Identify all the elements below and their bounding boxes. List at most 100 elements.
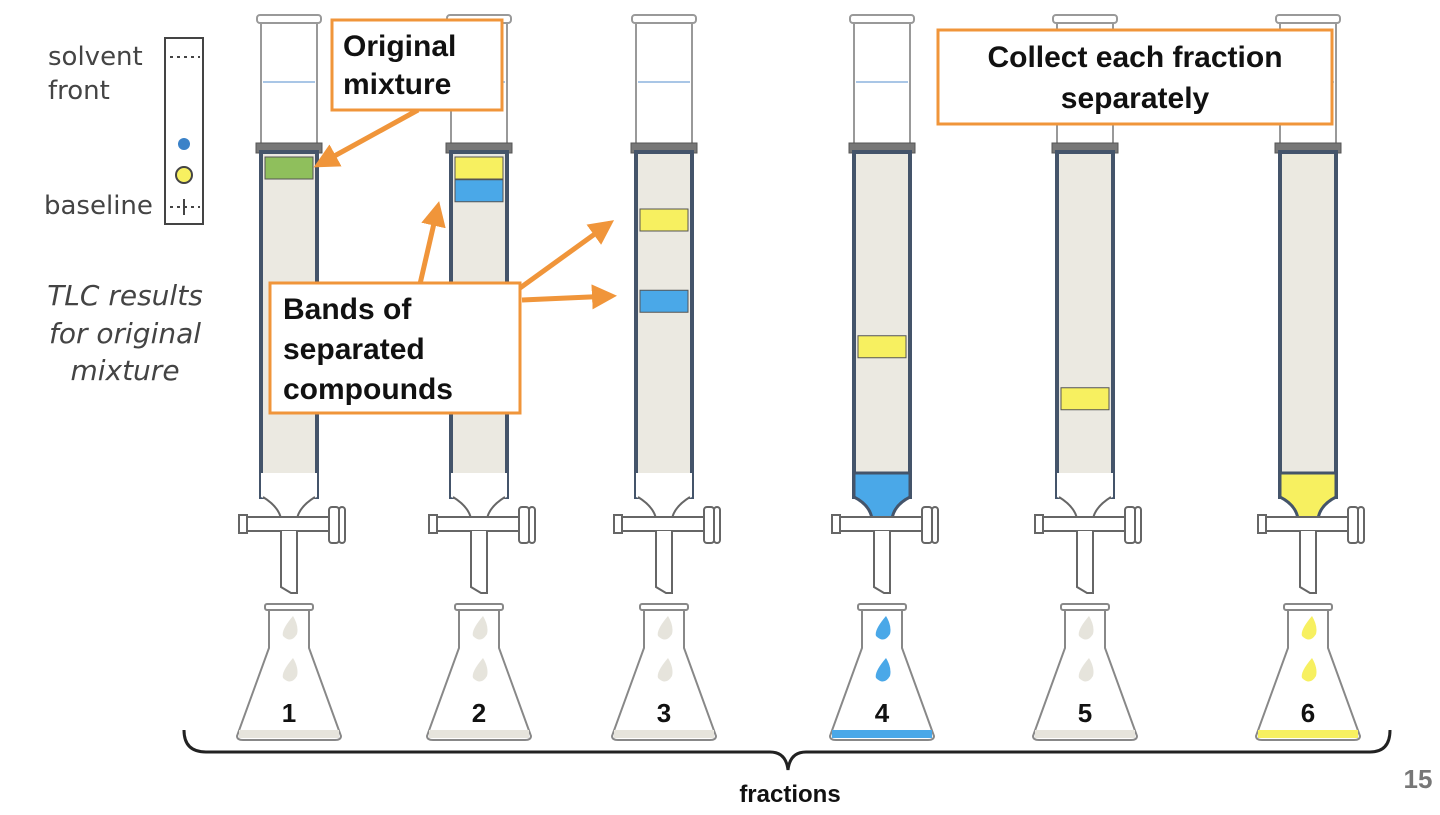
fractions-brace: fractions [182, 729, 1392, 808]
column-outlet [1278, 471, 1338, 521]
original-mixture-box [330, 18, 504, 112]
reservoir-lip [631, 14, 697, 24]
reservoir-lip [849, 14, 915, 24]
reservoir-lip [256, 14, 322, 24]
collection-flask-1: 1 [235, 603, 343, 741]
solvent-reservoir [260, 19, 318, 149]
solvent-reservoir [635, 19, 693, 149]
stopcock-left-cap [238, 514, 248, 534]
fraction-droplet [282, 616, 298, 640]
stopcock-handle [703, 506, 715, 544]
flask-liquid [239, 730, 339, 738]
fraction-droplet [875, 616, 891, 640]
fraction-droplet [1078, 658, 1094, 682]
column-body [852, 150, 912, 499]
flask-liquid [1035, 730, 1135, 738]
stopcock-handle [328, 506, 340, 544]
column-stem [1076, 531, 1094, 594]
stopcock-barrel [244, 516, 334, 532]
tlc-spot-yellow [175, 166, 193, 184]
collection-flask-6: 6 [1254, 603, 1362, 741]
tlc-caption-line-3: mixture [70, 354, 179, 387]
compound-band [454, 156, 504, 180]
solvent-reservoir [853, 19, 911, 149]
stopcock-handle [1347, 506, 1359, 544]
flask-rim [857, 603, 907, 611]
column-stem [655, 531, 673, 594]
flask-liquid [832, 730, 932, 738]
flask-rim [639, 603, 689, 611]
collect-callout: Collect each fraction separately [936, 28, 1334, 126]
column-stem [470, 531, 488, 594]
flask-liquid [614, 730, 714, 738]
compound-band [454, 179, 504, 203]
brace-shape [182, 729, 1392, 771]
stopcock-barrel [837, 516, 927, 532]
tlc-spot-blue [178, 138, 190, 150]
tlc-plate-outline [164, 37, 204, 225]
original-mixture-line-2: mixture [343, 68, 451, 101]
fraction-droplet [1078, 616, 1094, 640]
reservoir-lip [1052, 14, 1118, 24]
original-mixture-line-1: Original [343, 30, 456, 63]
stopcock-left-cap [1257, 514, 1267, 534]
fraction-droplet [1301, 658, 1317, 682]
fraction-droplet [1301, 616, 1317, 640]
fraction-droplet [657, 616, 673, 640]
stopcock-left-cap [1034, 514, 1044, 534]
column-stem [1299, 531, 1317, 594]
stopcock-handle-grip [338, 506, 346, 544]
fraction-droplet [875, 658, 891, 682]
bands-arrow-col3-yellow [518, 220, 615, 291]
stopcock-handle-grip [1134, 506, 1142, 544]
tlc-solvent-label: solvent [48, 42, 143, 72]
column-outlet [1057, 473, 1113, 519]
collect-box [936, 28, 1334, 126]
fraction-droplet [472, 658, 488, 682]
stopcock-handle [921, 506, 933, 544]
flask-label: 3 [657, 698, 671, 728]
compound-band [1060, 387, 1110, 411]
stopcock-barrel [1040, 516, 1130, 532]
collect-line-1: Collect each fraction [987, 41, 1282, 74]
flask-rim [1283, 603, 1333, 611]
flask-rim [454, 603, 504, 611]
bands-line-1: Bands of [283, 293, 412, 326]
bands-arrow-col2 [417, 201, 446, 285]
collection-flask-3: 3 [610, 603, 718, 741]
collection-flask-5: 5 [1031, 603, 1139, 741]
stopcock-barrel [1263, 516, 1353, 532]
bands-line-3: compounds [283, 373, 453, 406]
flask-liquid [1258, 730, 1358, 738]
flask-label: 2 [472, 698, 486, 728]
compound-band [639, 208, 689, 232]
fraction-droplet [282, 658, 298, 682]
column-body [1278, 150, 1338, 499]
collection-flask-2: 2 [425, 603, 533, 741]
chromatography-column-4 [831, 14, 939, 594]
stopcock-left-cap [428, 514, 438, 534]
flask-label: 5 [1078, 698, 1092, 728]
tlc-baseline-label: baseline [44, 191, 153, 221]
tlc-caption-line-2: for original [49, 317, 201, 350]
stopcock-left-cap [831, 514, 841, 534]
tlc-front-label: front [48, 76, 110, 106]
column-outlet [261, 473, 317, 519]
column-outlet [852, 471, 912, 521]
stopcock-handle-grip [1357, 506, 1365, 544]
tlc-caption-line-1: TLC results [47, 279, 203, 312]
collect-line-2: separately [1061, 82, 1210, 115]
bands-line-2: separated [283, 333, 425, 366]
compound-band [639, 289, 689, 313]
flask-liquid [429, 730, 529, 738]
stopcock-handle [518, 506, 530, 544]
reservoir-lip [1275, 14, 1341, 24]
column-stem [873, 531, 891, 594]
stopcock-left-cap [613, 514, 623, 534]
original-mixture-callout: Original mixture [330, 18, 504, 112]
stopcock-handle-grip [931, 506, 939, 544]
compound-band [264, 156, 314, 180]
flask-label: 1 [282, 698, 296, 728]
